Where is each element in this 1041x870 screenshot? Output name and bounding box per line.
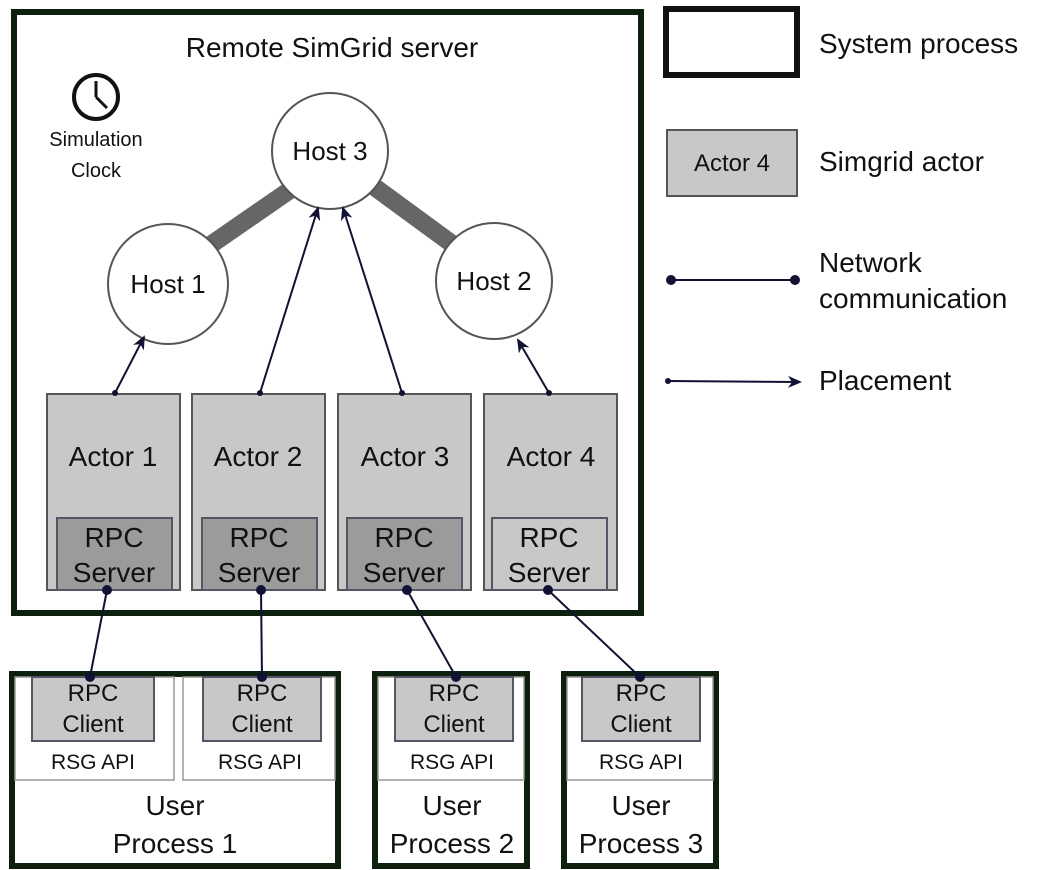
actor-2-rpc-line2: Server [218,557,300,588]
legend-placement: Placement [665,365,952,396]
placement-arrow-actor4 [516,338,550,394]
host-1-label: Host 1 [130,269,205,299]
actor-1-rpc-line1: RPC [84,522,143,553]
actor-1-label: Actor 1 [69,441,158,472]
host-2-label: Host 2 [456,266,531,296]
clock-label-line2: Clock [71,160,122,182]
actor-1-rpc-server: RPC Server [56,517,173,591]
actor-1: Actor 1 RPC Server [46,393,181,591]
rpc-client-3: RPC Client [394,676,514,742]
host-1: Host 1 [107,223,229,345]
legend-network-line2: communication [819,283,1007,314]
user-process-3: RPC Client RSG API User Process 3 [561,671,719,869]
rpc-client-2: RPC Client [202,676,322,742]
actor-4-rpc-server: RPC Server [491,517,608,591]
actor-1-rpc-line2: Server [73,557,155,588]
clock-label-line1: Simulation [49,129,142,151]
host-link-1-3 [203,182,296,254]
legend-network-line1: Network [819,247,923,278]
actor-2-rpc-server: RPC Server [201,517,318,591]
legend-simgrid-actor-label: Simgrid actor [819,146,984,177]
user-process-1: RPC Client RSG API RPC Client RSG API Us… [9,671,341,869]
legend-network: Network communication [666,247,1007,314]
legend-simgrid-actor: Actor 4 Simgrid actor [666,129,984,197]
network-line-4 [547,589,641,678]
legend-system-process-label: System process [819,28,1018,59]
actor-4-rpc-line1: RPC [519,522,578,553]
actor-3-label: Actor 3 [361,441,450,472]
server-title: Remote SimGrid server [186,32,479,63]
rpc-client-1-line2: Client [62,711,124,738]
rpc-client-1-line1: RPC [68,680,119,707]
rpc-client-4-line1: RPC [616,680,667,707]
rpc-client-4: RPC Client [581,676,701,742]
actor-3: Actor 3 RPC Server [337,393,472,591]
network-line-1 [89,589,108,678]
rsg-api-label-3: RSG API [410,751,494,774]
rpc-client-3-line2: Client [423,711,485,738]
host-3: Host 3 [271,92,389,210]
placement-arrow-actor3 [340,206,403,394]
user-process-1-line1: User [145,790,204,821]
rsg-api-label-2: RSG API [218,751,302,774]
rpc-client-2-line2: Client [231,711,293,738]
user-process-3-line2: Process 3 [579,828,704,859]
host-link-3-2 [363,175,461,254]
network-connections [85,585,645,682]
actor-4-label: Actor 4 [507,441,596,472]
rpc-client-3-line1: RPC [429,680,480,707]
placement-arrow-actor2 [259,206,321,394]
actor-3-rpc-line2: Server [363,557,445,588]
legend: System process Actor 4 Simgrid actor Net… [663,6,1018,396]
rpc-client-1: RPC Client [31,676,155,742]
rpc-client-4-line2: Client [610,711,672,738]
rpc-client-2-line1: RPC [237,680,288,707]
rsg-api-label-1: RSG API [51,751,135,774]
legend-placement-label: Placement [819,365,952,396]
network-line-3 [406,589,457,678]
actor-2-rpc-line1: RPC [229,522,288,553]
legend-system-process: System process [663,6,1018,78]
user-process-2-line2: Process 2 [390,828,515,859]
rsg-api-label-4: RSG API [599,751,683,774]
actor-2: Actor 2 RPC Server [191,393,326,591]
legend-actor-sample: Actor 4 [694,150,770,177]
actor-2-label: Actor 2 [214,441,303,472]
clock-icon [72,73,120,121]
actor-3-rpc-server: RPC Server [346,517,463,591]
user-process-1-line2: Process 1 [113,828,238,859]
placement-arrows [112,206,552,396]
actor-3-rpc-line1: RPC [374,522,433,553]
host-3-label: Host 3 [292,136,367,166]
host-2: Host 2 [435,222,553,340]
actor-4: Actor 4 RPC Server [483,393,618,591]
placement-arrow-actor1 [114,335,145,394]
actor-4-rpc-line2: Server [508,557,590,588]
user-process-3-line1: User [611,790,670,821]
user-process-2: RPC Client RSG API User Process 2 [372,671,530,869]
user-process-2-line1: User [422,790,481,821]
network-line-2 [260,589,263,678]
